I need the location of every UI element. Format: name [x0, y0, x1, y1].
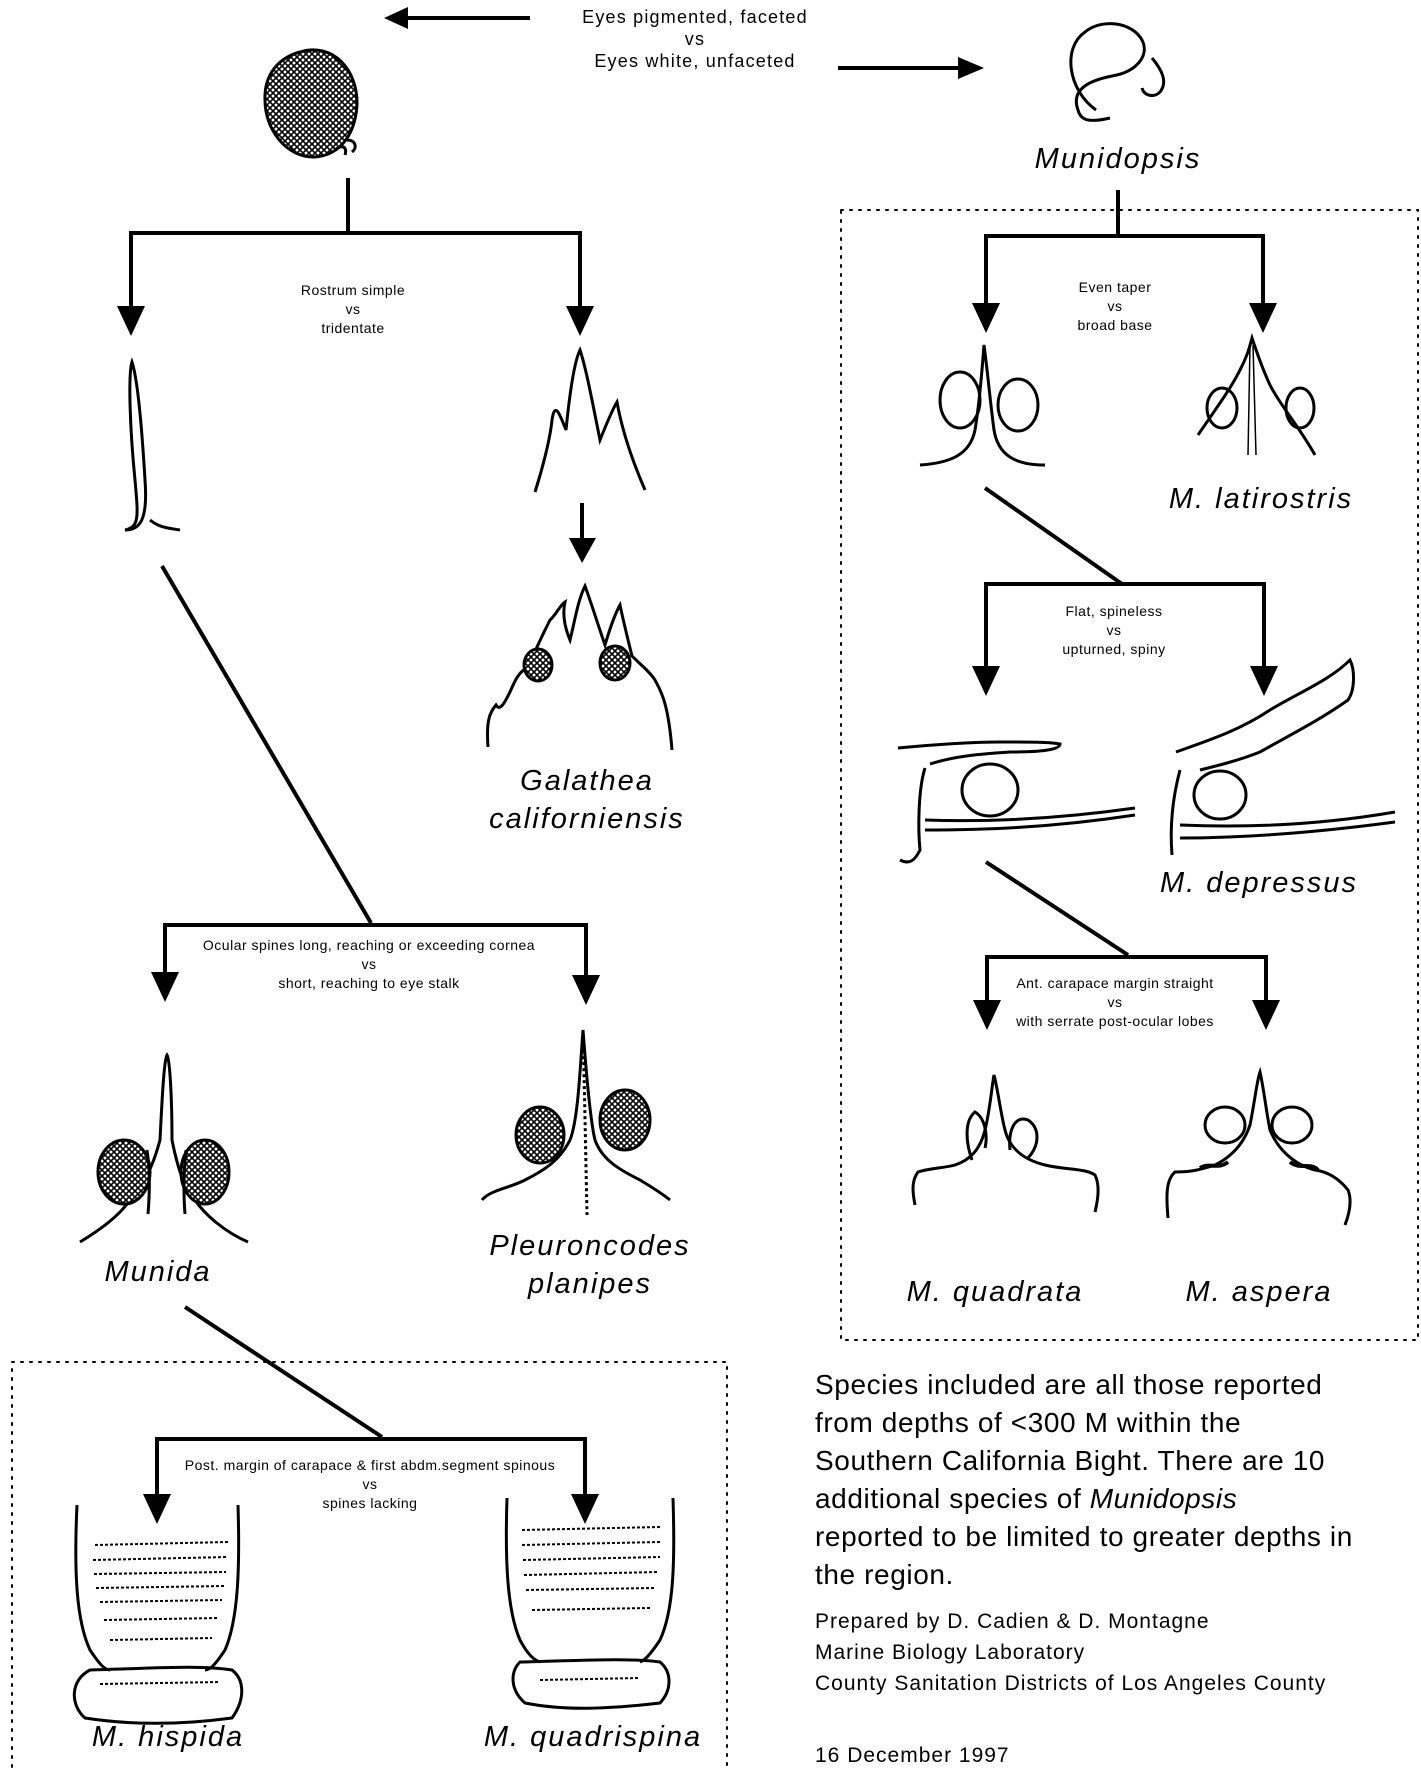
eyes-couplet-arrows [384, 7, 984, 79]
upturned-rostrum-drawing [1169, 657, 1396, 856]
taper-couplet-text: Even taper vs broad base [1077, 278, 1152, 335]
note-line-1: Species included are all those reported [815, 1369, 1323, 1400]
taxon-hispida: M. hispida [91, 1721, 245, 1753]
munidopsis-dotted-box [840, 209, 1419, 1341]
taper-option-b: broad base [1077, 317, 1153, 333]
taxon-galathea-species: californiensis [489, 803, 685, 835]
taxon-munidopsis: Munidopsis [1034, 143, 1202, 175]
ocular-couplet-text: Ocular spines long, reaching or exceedin… [203, 936, 535, 993]
eyes-vs: vs [684, 29, 706, 49]
even-taper-rostrum-drawing [919, 344, 1046, 467]
aspera-rostrum-drawing [1165, 1066, 1352, 1226]
pigmented-eye-icon [263, 48, 359, 159]
note-line-3: Southern California Bight. There are 10 [815, 1445, 1326, 1476]
simple-rostrum-drawing [124, 357, 181, 532]
taxon-pleuroncodes-species: planipes [527, 1268, 653, 1300]
galathea-rostrum-drawing [486, 582, 674, 751]
species-note: Species included are all those reported … [815, 1366, 1353, 1594]
taxon-pleuroncodes-genus: Pleuroncodes [489, 1230, 691, 1262]
note-line-4-text: additional species of [815, 1483, 1090, 1514]
taxon-munida: Munida [104, 1256, 212, 1288]
eyes-option-a: Eyes pigmented, faceted [582, 7, 808, 27]
taxon-galathea-genus: Galathea [520, 765, 654, 797]
flat-option-b: upturned, spiny [1062, 641, 1166, 657]
white-eye-icon [1069, 22, 1166, 122]
tridentate-rostrum-drawing [533, 346, 647, 493]
quadrispina-carapace-drawing [504, 1497, 676, 1710]
carapace-vs: vs [362, 1476, 378, 1492]
eyes-couplet-text: Eyes pigmented, faceted vs Eyes white, u… [582, 6, 808, 72]
flat-rostrum-drawing [897, 740, 1136, 864]
hispida-carapace-drawing [72, 1504, 244, 1725]
taxon-aspera: M. aspera [1185, 1276, 1333, 1308]
margin-couplet-text: Ant. carapace margin straight vs with se… [1016, 974, 1214, 1031]
carapace-option-a: Post. margin of carapace & first abdm.se… [184, 1457, 556, 1473]
taper-option-a: Even taper [1078, 279, 1152, 295]
munida-dotted-box [11, 1361, 728, 1769]
taxon-latirostris: M. latirostris [1168, 483, 1354, 515]
carapace-couplet-text: Post. margin of carapace & first abdm.se… [185, 1456, 555, 1513]
credit-date: 16 December 1997 [815, 1744, 1010, 1767]
credits: Prepared by D. Cadien & D. Montagne Mari… [815, 1606, 1326, 1699]
margin-option-a: Ant. carapace margin straight [1016, 975, 1214, 991]
note-line-4-genus: Munidopsis [1089, 1483, 1238, 1514]
left-key-lines [129, 178, 588, 1500]
rostrum-couplet-text: Rostrum simple vs tridentate [301, 281, 405, 338]
credit-line-2: Marine Biology Laboratory [815, 1641, 1086, 1664]
taper-vs: vs [1107, 298, 1123, 314]
munida-rostrum-drawing [79, 1052, 249, 1244]
taxon-depressus: M. depressus [1159, 867, 1359, 899]
note-line-4: additional species of Munidopsis [815, 1480, 1353, 1518]
ocular-option-a: Ocular spines long, reaching or exceedin… [202, 937, 536, 953]
ocular-vs: vs [361, 956, 377, 972]
note-line-6: the region. [815, 1559, 954, 1590]
quadrata-rostrum-drawing [911, 1074, 1100, 1213]
taxon-quadrata: M. quadrata [906, 1276, 1084, 1308]
left-key-arrowheads [117, 306, 600, 1524]
carapace-option-b: spines lacking [322, 1495, 418, 1511]
pleuroncodes-rostrum-drawing [480, 1029, 671, 1216]
rostrum-option-a: Rostrum simple [300, 282, 406, 298]
right-key-lines [983, 190, 1268, 1000]
eyes-option-b: Eyes white, unfaceted [594, 51, 796, 71]
rostrum-vs: vs [345, 301, 361, 317]
note-line-5: reported to be limited to greater depths… [815, 1521, 1353, 1552]
margin-option-b: with serrate post-ocular lobes [1016, 1013, 1214, 1029]
taxon-quadrispina: M. quadrispina [483, 1721, 703, 1753]
note-line-2: from depths of <300 M within the [815, 1407, 1242, 1438]
flat-couplet-text: Flat, spineless vs upturned, spiny [1062, 602, 1165, 659]
flat-option-a: Flat, spineless [1065, 603, 1163, 619]
margin-vs: vs [1107, 994, 1123, 1010]
credit-line-3: County Sanitation Districts of Los Angel… [815, 1672, 1327, 1695]
broad-base-rostrum-drawing [1196, 332, 1317, 456]
flat-vs: vs [1106, 622, 1122, 638]
rostrum-option-b: tridentate [321, 320, 385, 336]
right-key-arrowheads [972, 303, 1280, 1030]
ocular-option-b: short, reaching to eye stalk [278, 975, 460, 991]
credit-line-1: Prepared by D. Cadien & D. Montagne [815, 1610, 1210, 1633]
